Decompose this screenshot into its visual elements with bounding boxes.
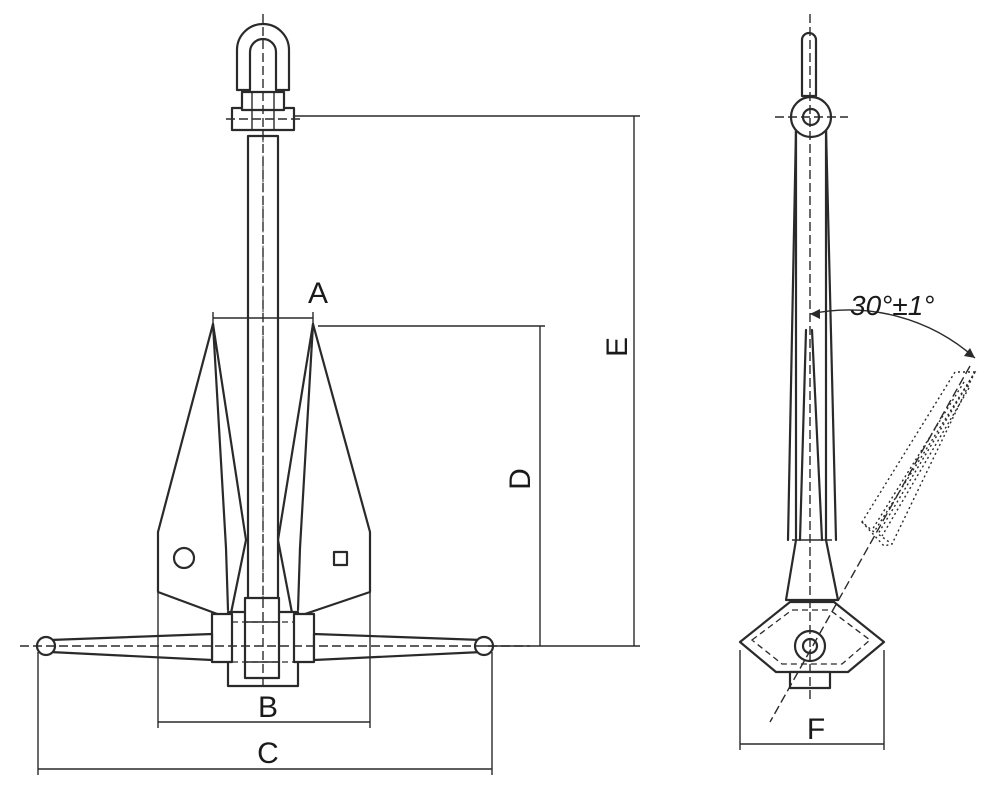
dim-e-label: E xyxy=(601,337,634,357)
fluke-square-hole xyxy=(332,550,349,567)
side-shank-outer xyxy=(786,126,838,542)
right-fluke-inner-edge xyxy=(296,322,315,612)
angle-label: 30°±1° xyxy=(850,290,934,321)
shackle xyxy=(235,22,291,92)
dim-b-label: B xyxy=(258,691,278,724)
side-view xyxy=(738,14,977,723)
crown-center xyxy=(243,596,281,680)
side-dimensions: 30°±1° F xyxy=(739,290,976,750)
side-shank-inner xyxy=(798,328,824,542)
fluke-round-hole xyxy=(172,546,196,570)
front-dimensions: A D E B C xyxy=(37,115,640,775)
right-fluke xyxy=(276,322,372,620)
fluke-rotated-centerline xyxy=(769,365,971,723)
dim-a-label: A xyxy=(308,277,328,310)
angle-arc xyxy=(809,309,976,359)
stock-right xyxy=(312,632,484,662)
side-top-rod xyxy=(800,31,818,98)
dim-f-label: F xyxy=(807,713,825,746)
left-fluke xyxy=(156,322,248,620)
crown-left-lug xyxy=(210,612,234,664)
stock-left xyxy=(48,632,214,662)
dim-d-label: D xyxy=(504,468,537,490)
front-view xyxy=(20,14,530,690)
dim-c-label: C xyxy=(257,737,279,770)
left-fluke-inner-edge xyxy=(211,322,230,612)
side-crown-hidden xyxy=(750,609,872,665)
side-fluke-phantom xyxy=(769,365,977,723)
crown-right-lug xyxy=(292,612,316,664)
